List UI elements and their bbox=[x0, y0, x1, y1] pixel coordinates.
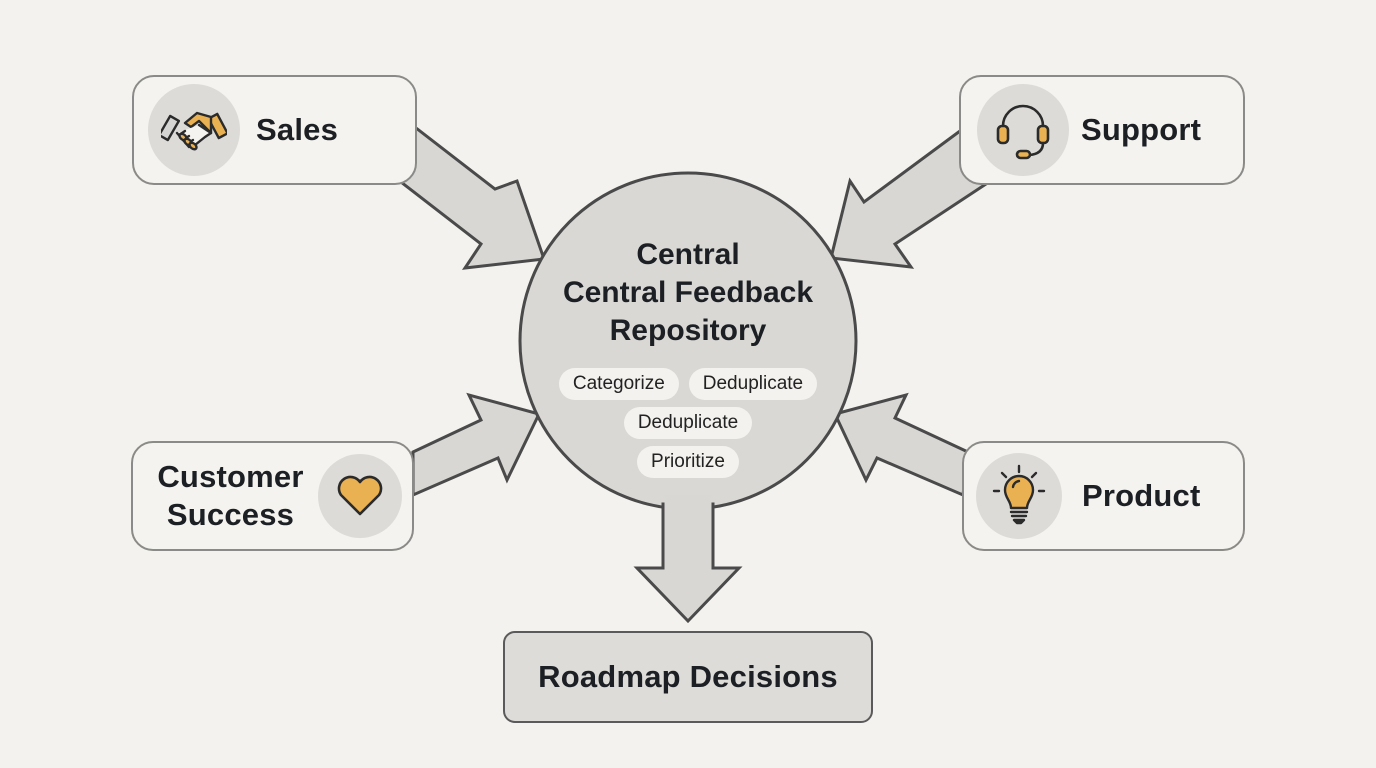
hub-title-line: Central Feedback bbox=[562, 276, 814, 309]
hub-chip-row: Prioritize bbox=[519, 446, 857, 478]
source-label-line: Customer bbox=[157, 459, 304, 494]
output-node-roadmap-decisions[interactable]: Roadmap Decisions bbox=[503, 631, 873, 723]
chip-deduplicate: Deduplicate bbox=[688, 368, 818, 400]
source-label-support: Support bbox=[1081, 112, 1202, 147]
hub-chip-row: Categorize Deduplicate bbox=[519, 368, 857, 400]
hub-title-line: Repository bbox=[609, 314, 767, 347]
source-node-customer-success[interactable]: Customer Success bbox=[131, 441, 414, 551]
output-label: Roadmap Decisions bbox=[538, 659, 838, 694]
arrow-cs-to-hub bbox=[411, 392, 542, 498]
chip-deduplicate: Deduplicate bbox=[623, 407, 753, 439]
arrow-sales-to-hub bbox=[399, 125, 547, 270]
heart-icon bbox=[318, 454, 402, 538]
chip-categorize: Categorize bbox=[558, 368, 679, 400]
arrow-support-to-hub bbox=[829, 128, 988, 269]
hub-title-line: Central bbox=[636, 238, 740, 271]
source-node-sales[interactable]: Sales bbox=[132, 75, 417, 185]
lightbulb-icon bbox=[976, 453, 1062, 539]
source-label-sales: Sales bbox=[256, 112, 339, 147]
source-label-line: Success bbox=[166, 497, 295, 532]
headset-icon bbox=[977, 84, 1069, 176]
arrow-junction-cover bbox=[664, 495, 712, 507]
source-label-product: Product bbox=[1082, 478, 1201, 513]
source-node-support[interactable]: Support bbox=[959, 75, 1245, 185]
hub-chip-row: Deduplicate bbox=[519, 407, 857, 439]
chip-prioritize: Prioritize bbox=[637, 446, 739, 478]
handshake-icon bbox=[148, 84, 240, 176]
arrow-product-to-hub bbox=[832, 392, 970, 498]
hub-title: Central Central Feedback Repository bbox=[519, 236, 857, 350]
source-node-product[interactable]: Product bbox=[962, 441, 1245, 551]
arrow-hub-to-roadmap bbox=[633, 502, 743, 624]
source-label-customer-success: Customer Success bbox=[153, 458, 308, 534]
